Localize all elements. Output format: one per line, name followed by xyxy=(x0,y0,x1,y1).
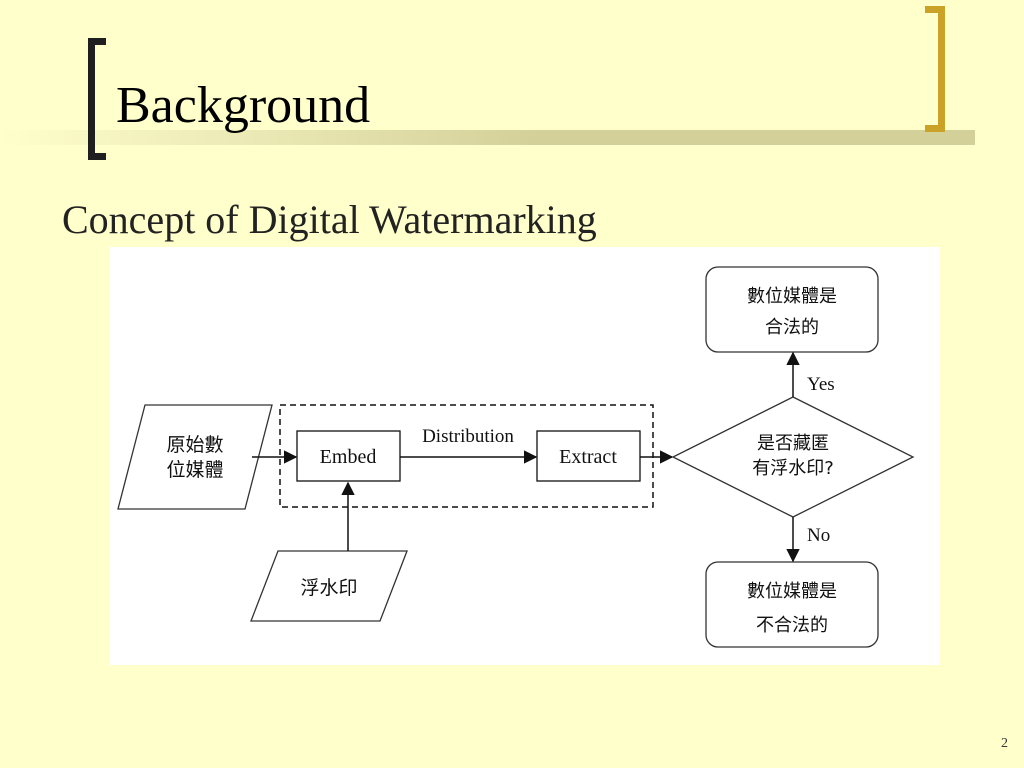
distribution-label: Distribution xyxy=(422,426,514,447)
decision-diamond xyxy=(671,396,915,518)
no-label: No xyxy=(807,525,830,546)
decision-label-line2: 有浮水印? xyxy=(752,458,834,479)
legal-result-box xyxy=(705,266,879,353)
right-bracket-decoration xyxy=(925,6,945,132)
extract-label: Extract xyxy=(559,446,617,468)
original-media-label-line1: 原始數 xyxy=(166,434,223,456)
embed-extract-boundary xyxy=(279,404,654,508)
embed-box xyxy=(296,430,401,482)
title-underline-rule xyxy=(0,130,975,145)
embed-label: Embed xyxy=(320,446,377,468)
original-media-shape xyxy=(117,404,273,510)
legal-result-line1: 數位媒體是 xyxy=(747,286,837,307)
left-bracket-decoration xyxy=(88,38,106,160)
slide-subtitle: Concept of Digital Watermarking xyxy=(62,197,597,242)
legal-result-line2: 合法的 xyxy=(765,317,819,338)
original-media-label-line2: 位媒體 xyxy=(166,459,223,481)
decision-label-line1: 是否藏匿 xyxy=(757,433,829,454)
yes-label: Yes xyxy=(807,374,835,395)
watermark-shape xyxy=(250,550,408,622)
illegal-result-line1: 數位媒體是 xyxy=(747,581,837,602)
page-title: Background xyxy=(116,77,371,134)
page-number: 2 xyxy=(1001,736,1008,751)
watermark-flowchart: 原始數 位媒體 浮水印 Embed Extract Distribution 是… xyxy=(110,247,940,665)
watermark-label: 浮水印 xyxy=(300,577,357,599)
illegal-result-line2: 不合法的 xyxy=(756,615,828,636)
